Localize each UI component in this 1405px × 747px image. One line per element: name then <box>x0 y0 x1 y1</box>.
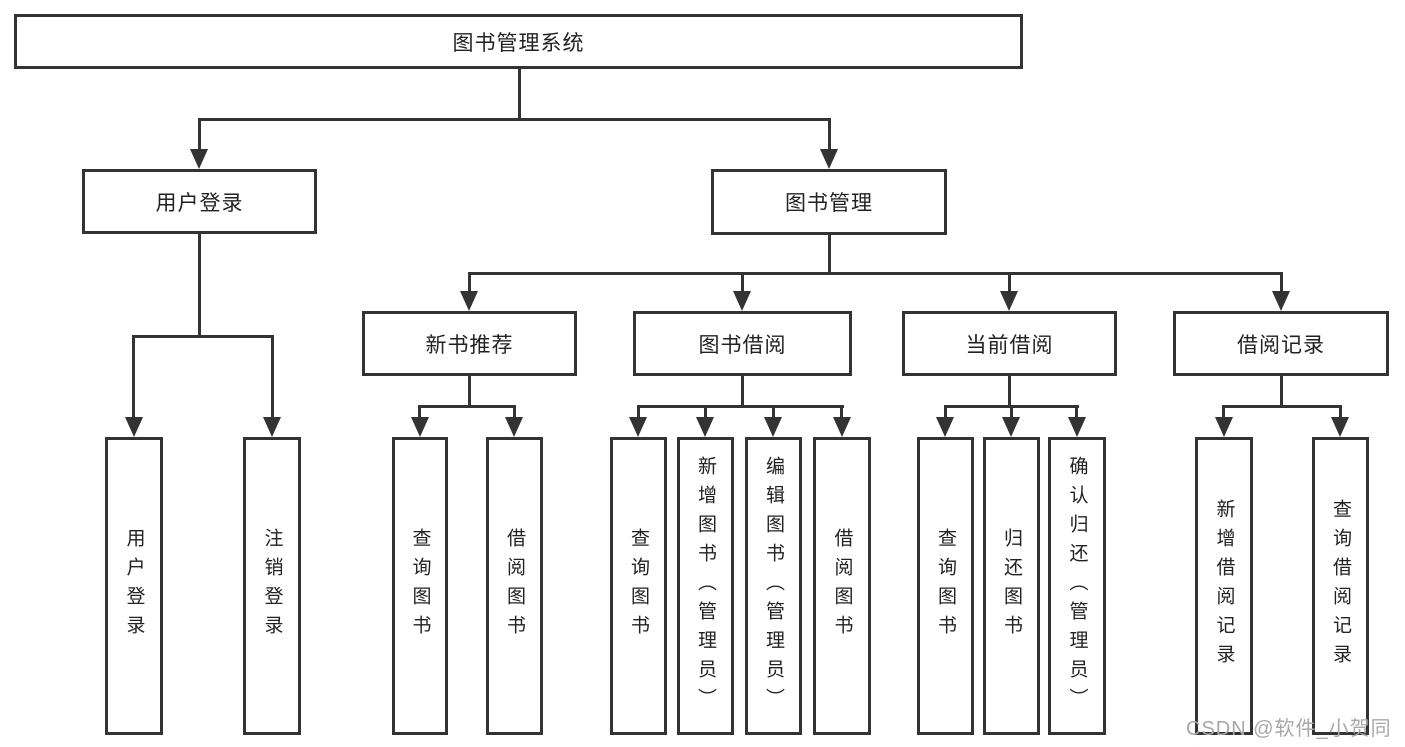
leaf-label: 新增借阅记录 <box>1213 499 1235 673</box>
leaf-label: 借阅图书 <box>504 528 525 644</box>
arrow-down-icon <box>833 417 851 437</box>
connector-split <box>637 405 844 408</box>
connector-trunk <box>741 376 744 406</box>
connector-shaft <box>1280 272 1283 294</box>
node-root-label: 图书管理系统 <box>452 31 585 55</box>
leaf-borrow-books-recommend: 借阅图书 <box>486 437 543 735</box>
arrow-down-icon <box>1068 417 1086 437</box>
connector-mgmt-trunk <box>828 235 831 272</box>
connector-shaft <box>271 335 274 423</box>
leaf-add-borrow-record: 新增借阅记录 <box>1195 437 1253 735</box>
connector-user-split <box>132 335 274 338</box>
connector-shaft <box>132 335 135 423</box>
leaf-label: 查询图书 <box>409 528 431 644</box>
connector-shaft <box>198 118 201 152</box>
leaf-confirm-return-admin: 确认归还（管理员） <box>1048 437 1106 735</box>
arrow-down-icon <box>696 417 714 437</box>
connector-shaft <box>772 405 775 423</box>
node-new-book-recommend: 新书推荐 <box>362 311 577 376</box>
node-book-borrow: 图书借阅 <box>633 311 852 376</box>
connector-shaft <box>704 405 707 423</box>
arrow-down-icon <box>1000 291 1018 311</box>
leaf-label: 确认归还（管理员） <box>1066 455 1088 717</box>
leaf-add-books-admin: 新增图书（管理员） <box>677 437 734 735</box>
node-new-book-recommend-label: 新书推荐 <box>425 333 514 357</box>
arrow-down-icon <box>190 149 208 169</box>
connector-level3-split <box>468 272 1283 275</box>
node-book-management: 图书管理 <box>711 169 947 235</box>
leaf-return-books: 归还图书 <box>983 437 1040 735</box>
leaf-label: 归还图书 <box>1001 528 1022 644</box>
arrow-down-icon <box>733 291 751 311</box>
leaf-query-books-current: 查询图书 <box>917 437 974 735</box>
leaf-label: 查询借阅记录 <box>1330 499 1351 673</box>
arrow-down-icon <box>1002 417 1020 437</box>
node-borrow-records: 借阅记录 <box>1173 311 1389 376</box>
connector-shaft <box>1339 405 1342 423</box>
leaf-query-borrow-record: 查询借阅记录 <box>1312 437 1369 735</box>
connector-shaft <box>637 405 640 423</box>
connector-trunk <box>468 376 471 406</box>
arrow-down-icon <box>1331 417 1349 437</box>
node-current-borrow-label: 当前借阅 <box>965 333 1054 357</box>
leaf-borrow-books: 借阅图书 <box>813 437 871 735</box>
arrow-down-icon <box>263 417 281 437</box>
connector-shaft <box>828 118 831 152</box>
arrow-down-icon <box>125 417 143 437</box>
connector-shaft <box>1008 272 1011 294</box>
connector-shaft <box>1222 405 1225 423</box>
connector-level2-split <box>198 118 831 121</box>
arrow-down-icon <box>460 291 478 311</box>
leaf-query-books-recommend: 查询图书 <box>392 437 448 735</box>
connector-user-trunk <box>198 233 201 335</box>
connector-shaft <box>468 272 471 294</box>
leaf-user-login: 用户登录 <box>105 437 163 735</box>
leaf-logout-label: 注销登录 <box>261 528 283 644</box>
node-book-borrow-label: 图书借阅 <box>698 333 787 357</box>
connector-shaft <box>741 272 744 294</box>
arrow-down-icon <box>936 417 954 437</box>
leaf-label: 新增图书（管理员） <box>695 455 716 717</box>
node-current-borrow: 当前借阅 <box>902 311 1117 376</box>
node-user-login-label: 用户登录 <box>155 191 244 215</box>
connector-trunk <box>1008 376 1011 406</box>
connector-split <box>418 405 516 408</box>
connector-shaft <box>840 405 843 423</box>
arrow-down-icon <box>629 417 647 437</box>
arrow-down-icon <box>505 417 523 437</box>
connector-split <box>1222 405 1342 408</box>
leaf-label: 查询图书 <box>628 528 649 644</box>
arrow-down-icon <box>820 149 838 169</box>
arrow-down-icon <box>1272 291 1290 311</box>
leaf-edit-books-admin: 编辑图书（管理员） <box>745 437 802 735</box>
leaf-label: 查询图书 <box>935 528 956 644</box>
node-borrow-records-label: 借阅记录 <box>1237 333 1325 357</box>
arrow-down-icon <box>411 417 429 437</box>
connector-shaft <box>1010 405 1013 423</box>
node-root: 图书管理系统 <box>14 14 1023 69</box>
leaf-label: 编辑图书（管理员） <box>763 455 784 717</box>
connector-root-trunk <box>518 69 521 118</box>
connector-shaft <box>1075 405 1078 423</box>
arrow-down-icon <box>1215 417 1233 437</box>
node-book-management-label: 图书管理 <box>785 192 873 215</box>
connector-trunk <box>1280 376 1283 406</box>
connector-shaft <box>513 405 516 423</box>
arrow-down-icon <box>764 417 782 437</box>
csdn-watermark: CSDN @软件_小贺同学 <box>1186 718 1392 740</box>
connector-shaft <box>944 405 947 423</box>
leaf-user-login-label: 用户登录 <box>123 528 145 644</box>
node-user-login: 用户登录 <box>82 169 317 234</box>
leaf-logout: 注销登录 <box>243 437 301 735</box>
leaf-label: 借阅图书 <box>831 528 853 644</box>
connector-shaft <box>418 405 421 423</box>
leaf-query-books-borrow: 查询图书 <box>610 437 667 735</box>
